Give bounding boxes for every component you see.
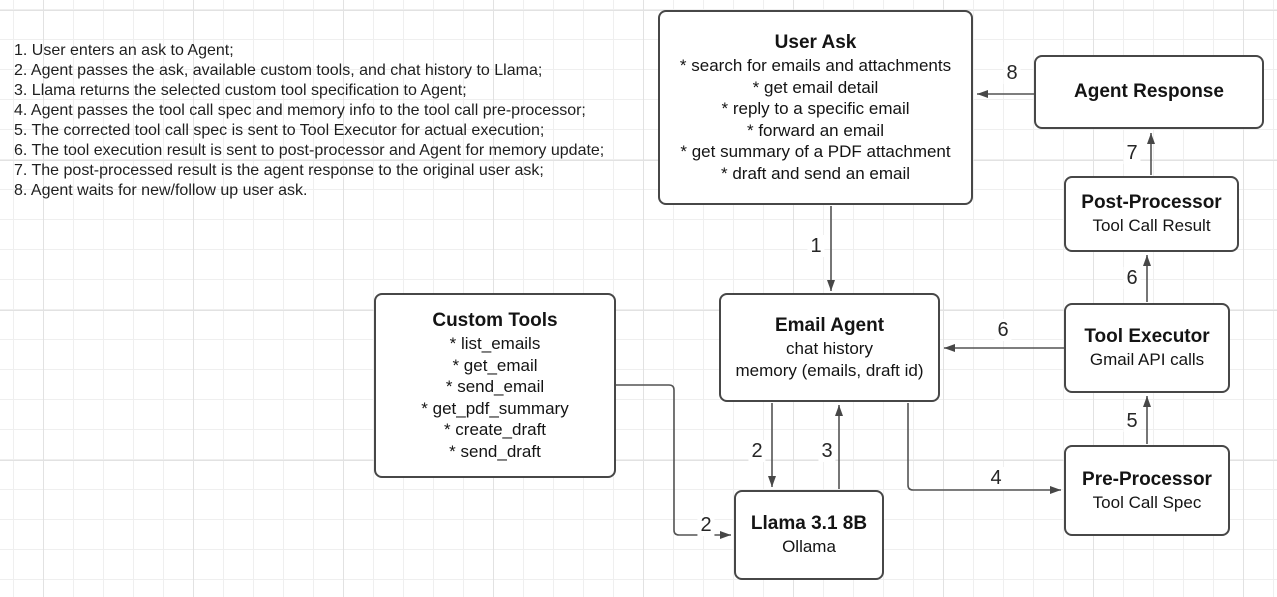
node-tool-executor-subtitle: Gmail API calls [1089, 350, 1205, 370]
step-line-8: 8. Agent waits for new/follow up user as… [14, 182, 308, 199]
edge-label-4: 4 [987, 467, 1005, 489]
edge-label-6-horizontal: 6 [994, 319, 1012, 341]
node-agent-response[interactable]: Agent Response [1034, 55, 1264, 129]
step-line-3: 3. Llama returns the selected custom too… [14, 82, 467, 99]
node-user-ask-item: * draft and send an email [720, 163, 910, 183]
node-llama[interactable]: Llama 3.1 8B Ollama [734, 490, 884, 580]
node-custom-tools-item: * get_pdf_summary [421, 398, 569, 418]
step-line-6: 6. The tool execution result is sent to … [14, 142, 605, 159]
node-custom-tools-item: * get_email [452, 355, 538, 375]
process-steps-list: 1. User enters an ask to Agent; 2. Agent… [14, 41, 604, 201]
edge-label-7: 7 [1123, 142, 1141, 164]
node-custom-tools-title: Custom Tools [432, 310, 558, 331]
node-post-processor-subtitle: Tool Call Result [1092, 216, 1211, 236]
node-tool-executor-title: Tool Executor [1084, 326, 1210, 348]
step-line-7: 7. The post-processed result is the agen… [14, 162, 544, 179]
edge-label-8: 8 [1003, 62, 1021, 84]
edge-label-5: 5 [1123, 410, 1141, 432]
node-user-ask-item: * get summary of a PDF attachment [680, 142, 951, 161]
node-user-ask-item: * reply to a specific email [721, 99, 910, 118]
node-user-ask[interactable]: User Ask * search for emails and attachm… [658, 10, 973, 205]
node-custom-tools-item: * list_emails [449, 334, 541, 353]
edge-custom-tools-to-llama [616, 384, 731, 539]
node-email-agent-item: chat history [786, 339, 873, 358]
edge-label-1: 1 [807, 235, 825, 257]
node-post-processor-title: Post-Processor [1081, 192, 1222, 214]
node-pre-processor[interactable]: Pre-Processor Tool Call Spec [1064, 445, 1230, 536]
step-line-4: 4. Agent passes the tool call spec and m… [14, 102, 586, 119]
node-custom-tools-item: * create_draft [443, 420, 547, 439]
node-custom-tools-item: * send_email [445, 377, 545, 396]
node-custom-tools[interactable]: Custom Tools * list_emails * get_email *… [374, 293, 616, 478]
node-post-processor[interactable]: Post-Processor Tool Call Result [1064, 176, 1239, 252]
step-line-2: 2. Agent passes the ask, available custo… [14, 62, 543, 79]
edge-email-agent-to-pre-processor [907, 403, 1061, 494]
node-email-agent[interactable]: Email Agent chat history memory (emails,… [719, 293, 940, 402]
node-custom-tools-item: * send_draft [449, 441, 541, 461]
node-pre-processor-title: Pre-Processor [1082, 468, 1212, 490]
node-user-ask-item: * search for emails and attachments [679, 56, 952, 75]
node-llama-subtitle: Ollama [782, 537, 836, 557]
edge-label-2-email-agent-llama: 2 [748, 440, 766, 462]
node-llama-title: Llama 3.1 8B [750, 513, 868, 535]
edge-label-3: 3 [818, 440, 836, 462]
node-pre-processor-subtitle: Tool Call Spec [1092, 492, 1202, 512]
node-user-ask-item: * forward an email [746, 120, 884, 140]
node-email-agent-item: memory (emails, draft id) [735, 360, 924, 380]
node-tool-executor[interactable]: Tool Executor Gmail API calls [1064, 303, 1230, 393]
edge-label-6-vertical: 6 [1123, 267, 1141, 289]
node-user-ask-item: * get email detail [752, 77, 879, 97]
node-agent-response-title: Agent Response [1074, 81, 1224, 102]
edge-label-2-custom-tools-llama: 2 [697, 514, 715, 536]
step-line-5: 5. The corrected tool call spec is sent … [14, 122, 545, 139]
step-line-1: 1. User enters an ask to Agent; [14, 42, 234, 59]
node-user-ask-title: User Ask [774, 32, 857, 53]
node-email-agent-title: Email Agent [774, 315, 885, 336]
